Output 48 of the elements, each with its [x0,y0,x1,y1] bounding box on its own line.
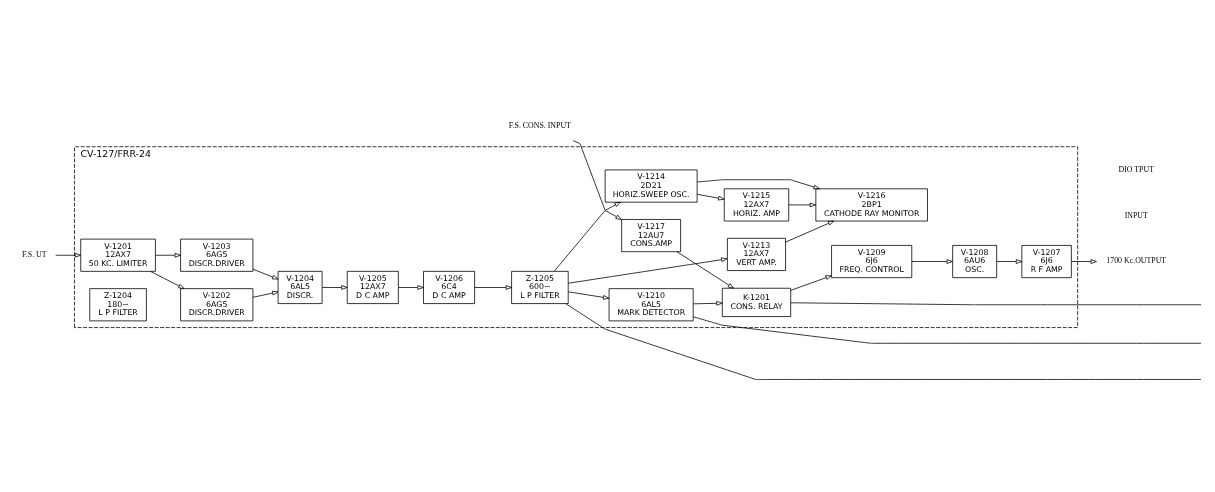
node-box: V-1205 12AX7 D C AMP [346,270,399,304]
arrow [567,257,728,284]
arrow [790,275,832,291]
arrow [553,201,621,272]
node-text: F.S. CONS. INPUT [508,121,571,131]
node-box: V-1214 2D21 HORIZ.SWEEP OSC. [604,169,698,203]
connector [692,316,1202,344]
arrow [55,252,82,258]
arrow [321,285,348,290]
node-box: V-1203 6AG5 DISCR.DRIVER [180,238,254,272]
arrow [572,140,622,220]
node-box: V-1206 6C4 D C AMP [423,270,476,304]
node-box: V-1209 6J6 FREQ. CONTROL [831,245,913,279]
node-box: V-1210 6AL5 MARK DETECTOR [608,288,694,322]
node-box: Z-1205 600~ L P FILTER [511,270,569,304]
arrow [785,220,835,243]
node-box: V-1217 12AU7 CONS.AMP [621,219,681,253]
arrow [150,271,185,289]
node-box: V-1213 12AX7 VERT AMP. [727,237,786,271]
arrow [692,300,723,306]
arrow [252,268,279,280]
connector [565,303,1202,380]
node-box: V-1215 12AX7 HORIZ. AMP [723,188,790,222]
node-box: K-1201 CONS. RELAY [721,287,792,317]
arrow [155,252,181,258]
arrow [1071,259,1097,264]
arrow [252,290,279,298]
node-box: Z-1204 180~ L P FILTER [89,288,147,322]
node-box: V-1204 6AL5 DISCR. [277,270,323,304]
arrow [788,202,817,208]
arrow [398,285,424,290]
node-box: V-1208 6AU6 OSC. [952,245,998,279]
connector [790,302,1202,306]
arrow [676,251,735,289]
node-box: V-1207 6J6 R F AMP [1021,245,1072,279]
arrow [696,179,820,190]
node-box: V-1216 2BP1 CATHODE RAY MONITOR [815,188,928,222]
node-box: V-1202 6AG5 DISCR.DRIVER [180,288,254,322]
arrow [696,193,725,201]
label: INPUT [1124,210,1148,220]
node-text: 1700 Kc.OUTPUT [1106,256,1167,266]
node-text: F.S. UT [22,250,47,260]
arrow [474,285,512,290]
arrow [996,259,1023,264]
label: DIO TPUT [1118,165,1154,175]
arrow [567,291,610,300]
node-box: V-1201 12AX7 50 KC. LIMITER [80,238,156,272]
arrow [911,259,953,264]
